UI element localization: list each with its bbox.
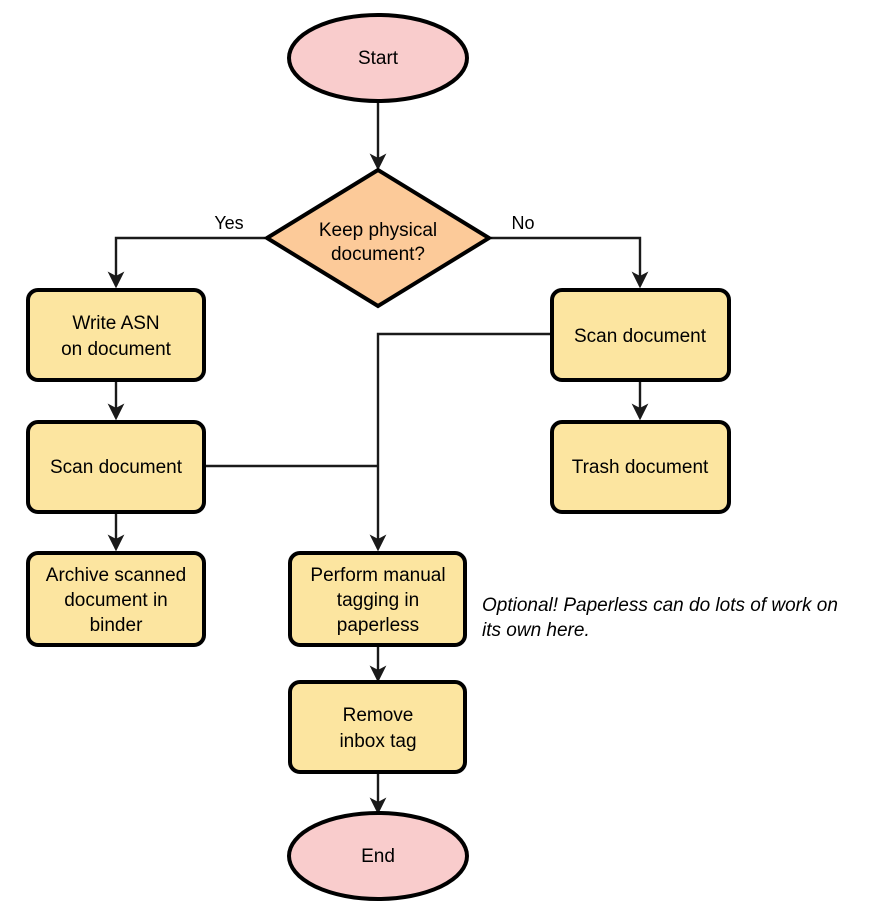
end-ellipse-shape <box>287 811 469 901</box>
manual-tagging-box-shape <box>288 551 467 647</box>
decision-diamond-shape <box>263 167 493 309</box>
archive-box-shape <box>26 551 206 647</box>
archive-label-line1: Archive scanned <box>46 565 186 586</box>
manual-tagging-label-line2: tagging in <box>337 590 419 611</box>
remove-inbox-tag-label-line1: Remove <box>343 705 414 726</box>
node-decision-keep-physical-document[interactable]: Keep physical document? <box>263 167 493 309</box>
edge-decision-no-to-scan-right <box>491 236 649 289</box>
node-start[interactable]: Start <box>287 13 469 103</box>
node-trash-document[interactable]: Trash document <box>550 420 731 514</box>
remove-inbox-tag-box-shape <box>288 680 467 774</box>
edge-label-no: No <box>511 213 534 233</box>
start-label: Start <box>358 48 399 69</box>
node-perform-manual-tagging[interactable]: Perform manual tagging in paperless <box>288 551 467 647</box>
node-end[interactable]: End <box>287 811 469 901</box>
trash-document-box-shape <box>550 420 731 514</box>
edge-decision-yes-to-write-asn <box>107 236 265 289</box>
scan-document-right-label: Scan document <box>574 326 707 347</box>
scan-document-right-box-shape <box>550 288 731 382</box>
write-asn-label-line1: Write ASN <box>72 313 159 334</box>
node-write-asn-on-document[interactable]: Write ASN on document <box>26 288 206 382</box>
node-scan-document-left[interactable]: Scan document <box>26 420 206 514</box>
annotation-line1: Optional! Paperless can do lots of work … <box>482 595 838 616</box>
node-scan-document-right[interactable]: Scan document <box>550 288 731 382</box>
edge-label-yes: Yes <box>214 213 243 233</box>
node-archive-scanned-document[interactable]: Archive scanned document in binder <box>26 551 206 647</box>
start-ellipse-shape <box>287 13 469 103</box>
archive-label-line3: binder <box>90 615 143 636</box>
remove-inbox-tag-label-line2: inbox tag <box>339 731 416 752</box>
manual-tagging-label-line3: paperless <box>337 615 419 636</box>
decision-label-line1: Keep physical <box>319 220 437 241</box>
write-asn-label-line2: on document <box>61 339 172 360</box>
manual-tagging-label-line1: Perform manual <box>310 565 445 586</box>
scan-document-left-label: Scan document <box>50 457 183 478</box>
end-label: End <box>361 846 395 867</box>
node-remove-inbox-tag[interactable]: Remove inbox tag <box>288 680 467 774</box>
connector-layer <box>107 101 649 815</box>
write-asn-box-shape <box>26 288 206 382</box>
scan-document-left-box-shape <box>26 420 206 514</box>
decision-label-line2: document? <box>331 244 425 265</box>
annotation-line2: its own here. <box>482 620 590 641</box>
edge-scan-right-to-manual-tag <box>369 332 552 552</box>
archive-label-line2: document in <box>64 590 168 611</box>
trash-document-label: Trash document <box>572 457 709 478</box>
annotation-optional-note: Optional! Paperless can do lots of work … <box>482 595 838 641</box>
